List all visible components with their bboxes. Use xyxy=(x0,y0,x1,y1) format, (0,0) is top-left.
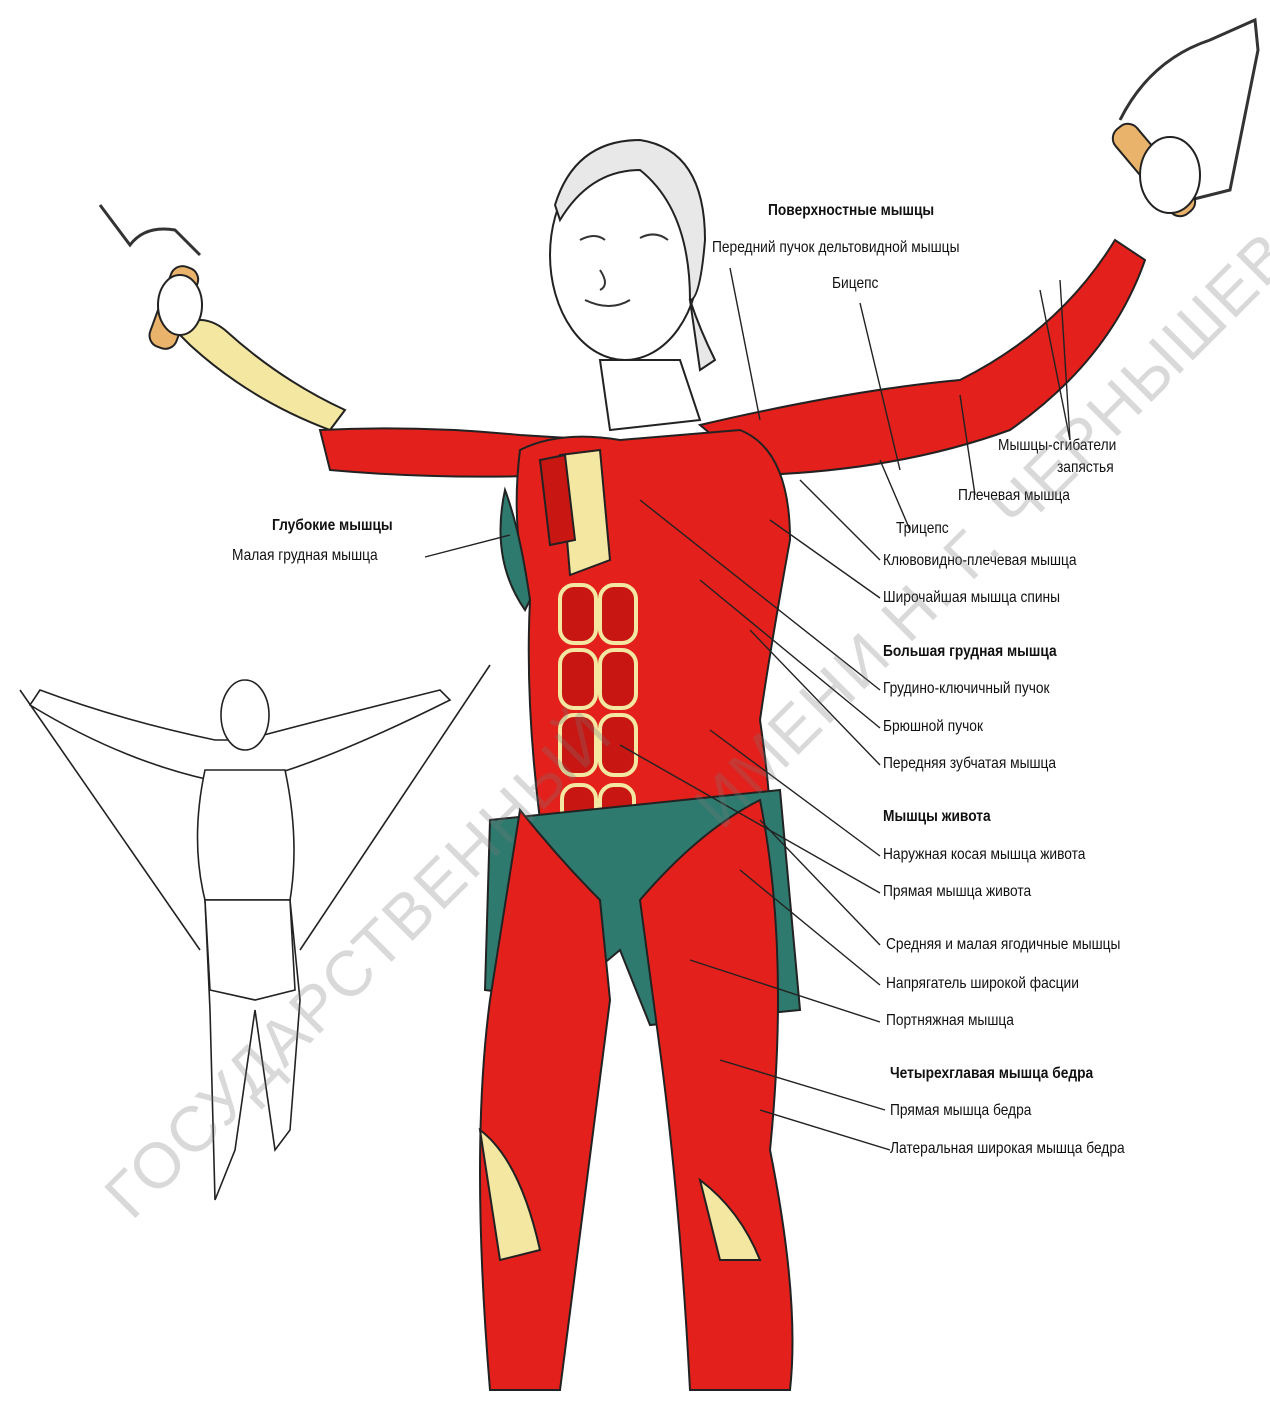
neck xyxy=(600,360,700,430)
label-quadriceps-heading: Четырехглавая мышца бедра xyxy=(890,1065,1093,1083)
label-vastus-lateralis: Латеральная широкая мышца бедра xyxy=(890,1140,1125,1158)
label-gluteus: Средняя и малая ягодичные мышцы xyxy=(886,936,1120,954)
label-rectus-abdominis: Прямая мышца живота xyxy=(883,883,1031,901)
right-leg xyxy=(640,800,793,1390)
label-rectus-femoris: Прямая мышца бедра xyxy=(890,1102,1031,1120)
label-serratus: Передняя зубчатая мышца xyxy=(883,755,1056,773)
small-torso xyxy=(198,770,295,900)
right-handle xyxy=(1108,20,1258,221)
small-shorts xyxy=(205,900,295,1000)
label-superficial-heading: Поверхностные мышцы xyxy=(768,202,934,220)
label-tfl: Напрягатель широкой фасции xyxy=(886,975,1079,993)
label-deep-heading: Глубокие мышцы xyxy=(272,517,393,535)
left-handle xyxy=(100,205,202,352)
label-abdominals-heading: Мышцы живота xyxy=(883,808,991,826)
label-external-oblique: Наружная косая мышца живота xyxy=(883,846,1085,864)
label-sternoclavicular: Грудино-ключичный пучок xyxy=(883,680,1050,698)
label-abdominal-head: Брюшной пучок xyxy=(883,718,983,736)
label-biceps: Бицепс xyxy=(832,275,878,293)
label-sartorius: Портняжная мышца xyxy=(886,1012,1014,1030)
left-arm xyxy=(175,320,345,430)
label-pectoralis-minor: Малая грудная мышца xyxy=(232,547,378,565)
small-head xyxy=(221,680,269,750)
main-figure xyxy=(100,20,1258,1390)
label-anterior-deltoid: Передний пучок дельтовидной мышцы xyxy=(712,239,959,257)
